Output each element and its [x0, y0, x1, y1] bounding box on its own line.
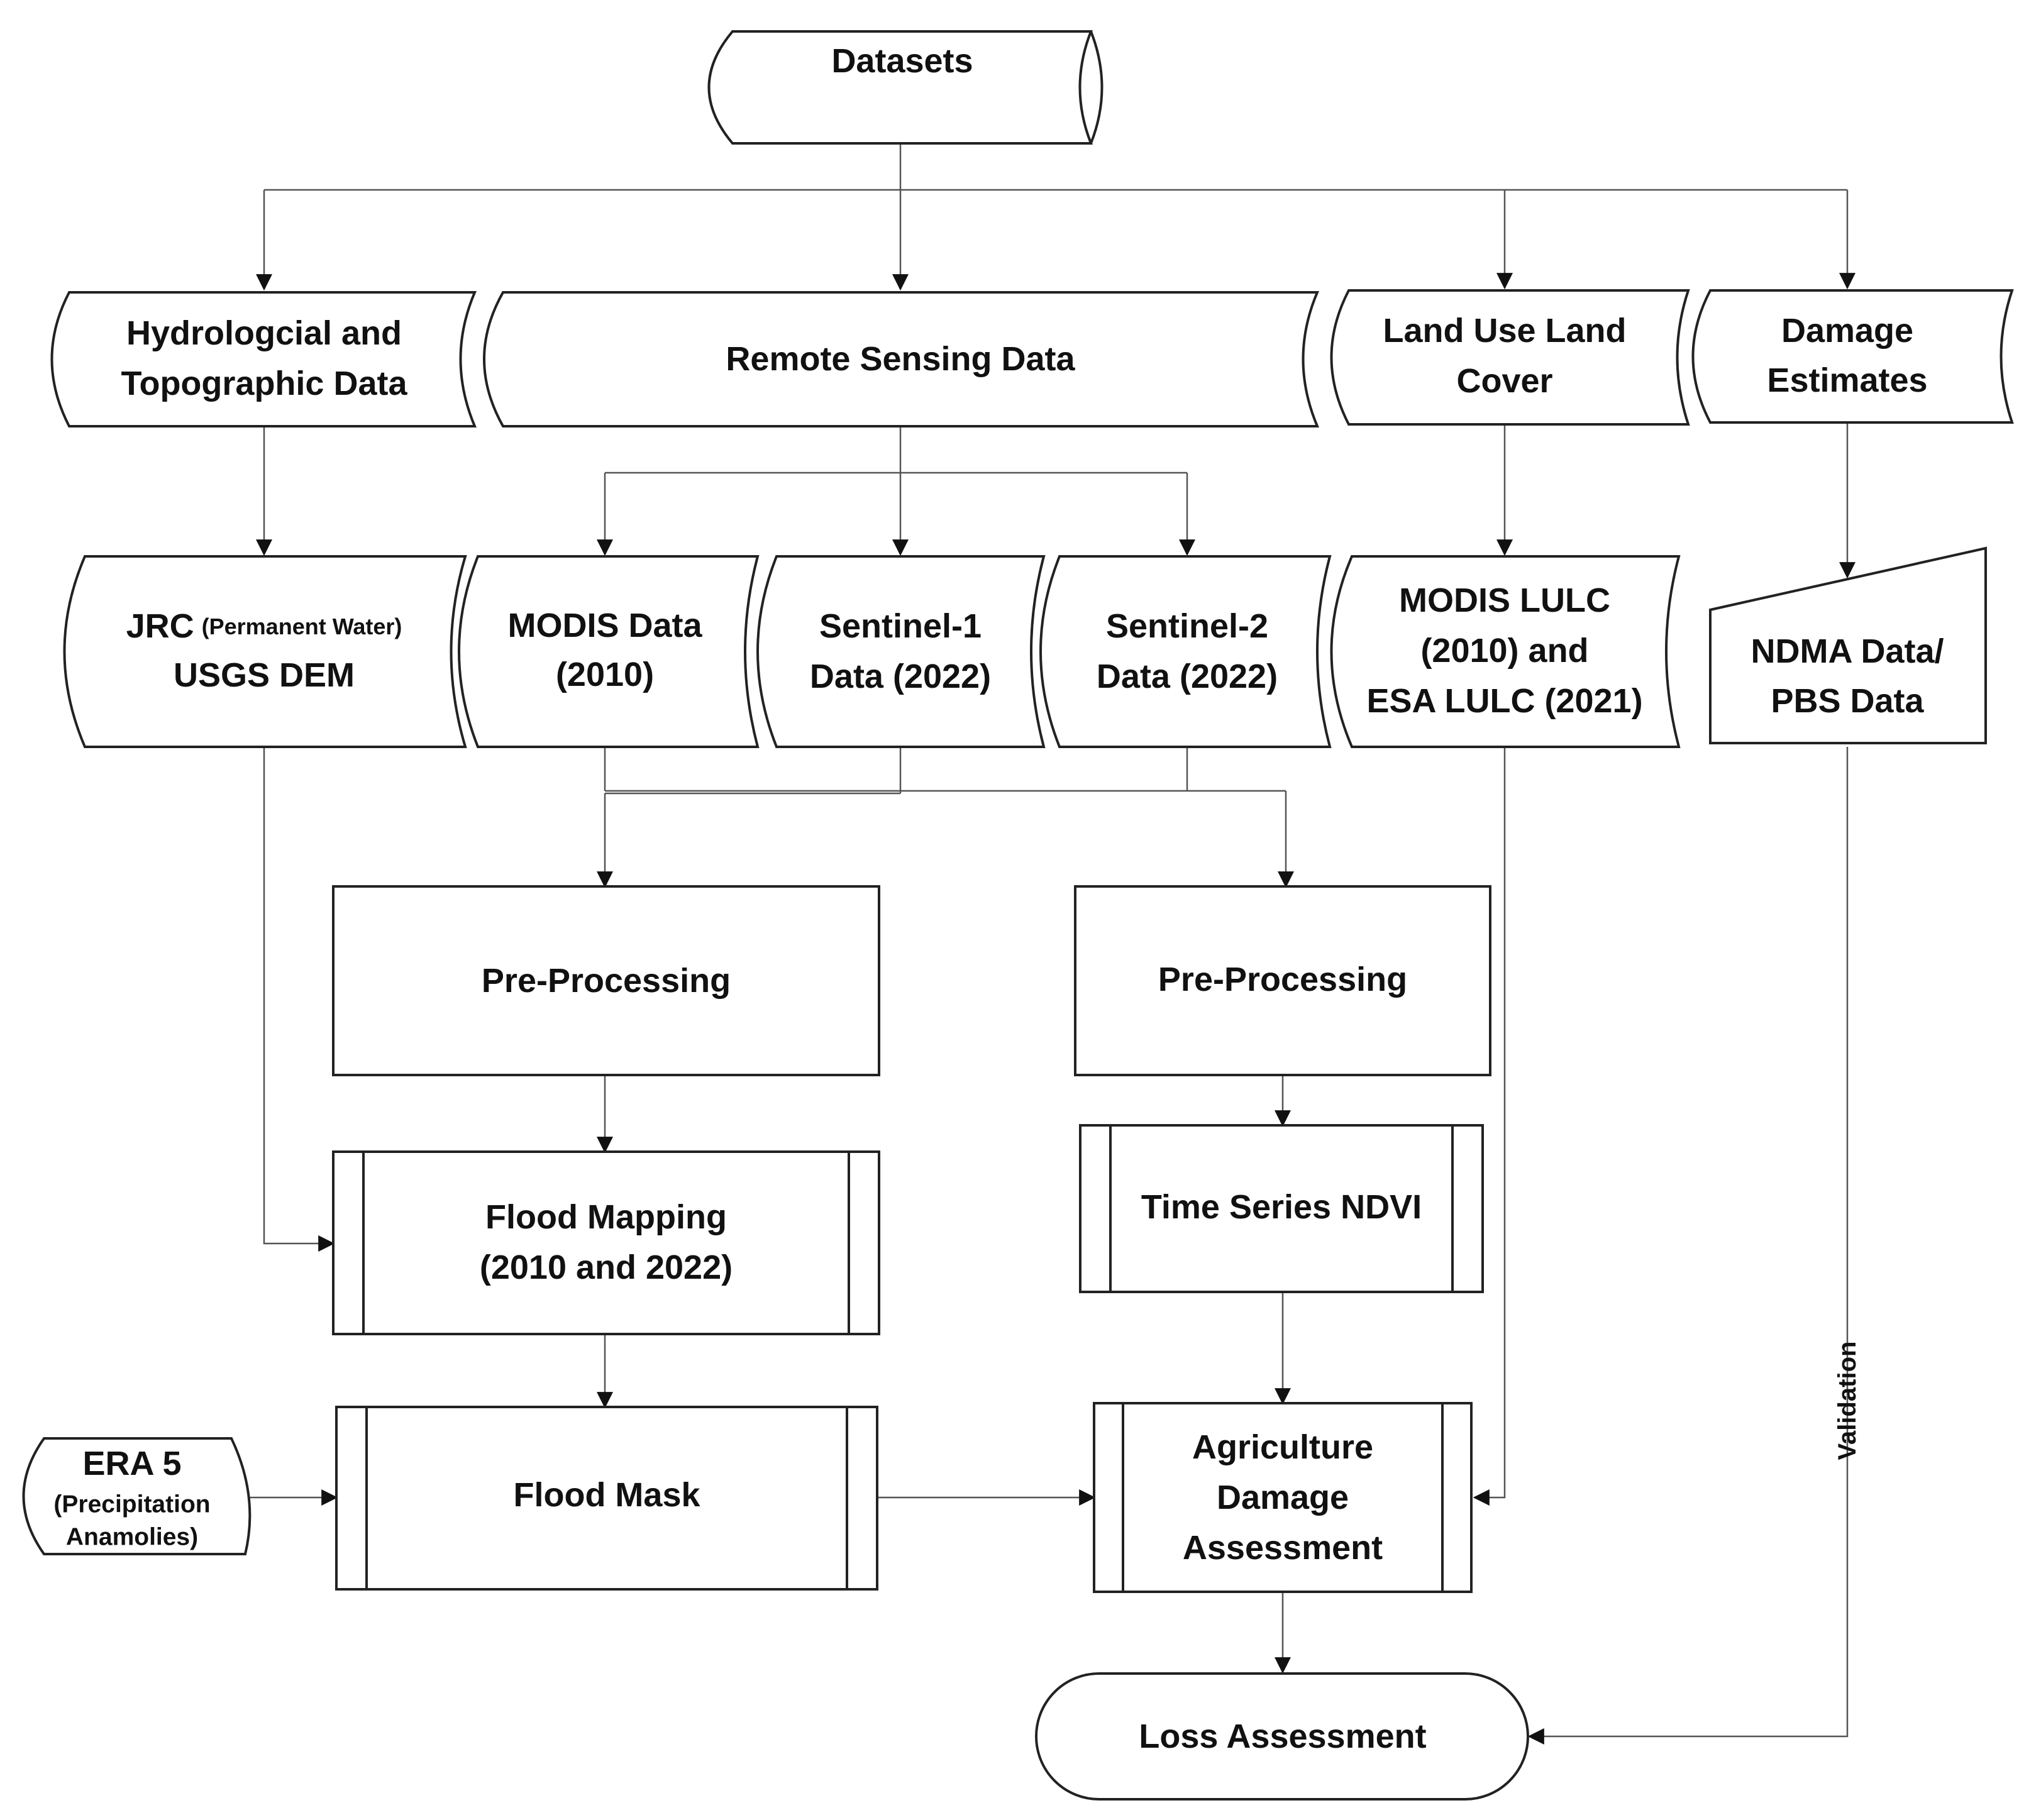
- datasets-label: Datasets: [831, 42, 973, 80]
- era5-line3: Anamolies): [66, 1524, 198, 1551]
- preprocessing-right-label: Pre-Processing: [1158, 961, 1407, 998]
- modis-lulc-line1: MODIS LULC: [1399, 582, 1610, 619]
- validation-label: Validation: [1834, 1342, 1861, 1460]
- node-agriculture-damage: Agriculture Damage Assessment: [1093, 1402, 1473, 1593]
- damage-estimates-line1: Damage: [1781, 312, 1913, 350]
- node-modis-data: MODIS Data (2010): [458, 555, 760, 748]
- agri-line3: Assessment: [1183, 1529, 1383, 1567]
- node-lulc: Land Use Land Cover: [1330, 289, 1690, 426]
- ndma-line1: NDMA Data/: [1751, 632, 1944, 670]
- flood-mapping-line1: Flood Mapping: [485, 1198, 727, 1236]
- node-hydro: Hydrologcial and Topographic Data: [50, 291, 477, 427]
- sentinel-1-line1: Sentinel-1: [819, 607, 982, 645]
- edge-modis-lulc-agri: [1473, 747, 1506, 1506]
- node-datasets: Datasets: [707, 30, 1103, 145]
- node-ndma-pbs: NDMA Data/ PBS Data: [1709, 546, 1987, 744]
- modis-lulc-line3: ESA LULC (2021): [1366, 682, 1642, 720]
- ndma-line2: PBS Data: [1771, 682, 1924, 720]
- hydro-line1: Hydrologcial and: [126, 314, 402, 352]
- connectors: [246, 143, 1856, 1745]
- node-modis-esa-lulc: MODIS LULC (2010) and ESA LULC (2021): [1330, 555, 1681, 748]
- node-preprocessing-left: Pre-Processing: [332, 885, 880, 1076]
- node-damage-estimates: Damage Estimates: [1691, 289, 2014, 424]
- edge-jrc-flood-mapping: [263, 747, 335, 1252]
- flood-mapping-line2: (2010 and 2022): [480, 1249, 733, 1286]
- node-jrc-usgs: JRC (Permanent Water) USGS DEM: [63, 555, 467, 748]
- lulc-line2: Cover: [1456, 362, 1552, 400]
- node-sentinel-2: Sentinel-2 Data (2022): [1039, 555, 1332, 748]
- node-time-series-ndvi: Time Series NDVI: [1079, 1124, 1484, 1293]
- node-era5: ERA 5 (Precipitation Anamolies): [22, 1437, 252, 1555]
- era5-line1: ERA 5: [82, 1445, 181, 1482]
- edge-ndma-loss: [1527, 747, 1849, 1745]
- agri-line2: Damage: [1217, 1479, 1349, 1516]
- modis-data-line2: (2010): [556, 656, 654, 693]
- remote-sensing-label: Remote Sensing Data: [726, 340, 1075, 378]
- jrc-main: JRC: [126, 607, 194, 645]
- era5-line2: (Precipitation: [53, 1491, 210, 1518]
- modis-lulc-line2: (2010) and: [1420, 632, 1588, 670]
- loss-assessment-label: Loss Assessment: [1139, 1718, 1426, 1755]
- node-flood-mask: Flood Mask: [335, 1406, 878, 1591]
- hydro-line2: Topographic Data: [121, 365, 407, 402]
- jrc-line1: JRC (Permanent Water): [126, 607, 402, 645]
- modis-data-line1: MODIS Data: [507, 607, 702, 644]
- preprocessing-left-label: Pre-Processing: [482, 962, 731, 1000]
- ndvi-label: Time Series NDVI: [1141, 1188, 1422, 1226]
- lulc-line1: Land Use Land: [1383, 312, 1626, 350]
- sentinel-1-line2: Data (2022): [810, 658, 991, 695]
- node-loss-assessment: Loss Assessment: [1035, 1672, 1529, 1801]
- flood-mask-label: Flood Mask: [513, 1476, 700, 1514]
- node-sentinel-1: Sentinel-1 Data (2022): [756, 555, 1046, 748]
- sentinel-2-line1: Sentinel-2: [1106, 607, 1268, 645]
- jrc-line2: USGS DEM: [174, 656, 355, 694]
- node-flood-mapping: Flood Mapping (2010 and 2022): [332, 1150, 880, 1335]
- damage-estimates-line2: Estimates: [1767, 361, 1927, 399]
- jrc-note: (Permanent Water): [202, 614, 402, 639]
- agri-line1: Agriculture: [1192, 1428, 1373, 1466]
- node-preprocessing-right: Pre-Processing: [1074, 885, 1491, 1076]
- sentinel-2-line2: Data (2022): [1097, 658, 1278, 695]
- node-remote-sensing: Remote Sensing Data: [483, 291, 1320, 427]
